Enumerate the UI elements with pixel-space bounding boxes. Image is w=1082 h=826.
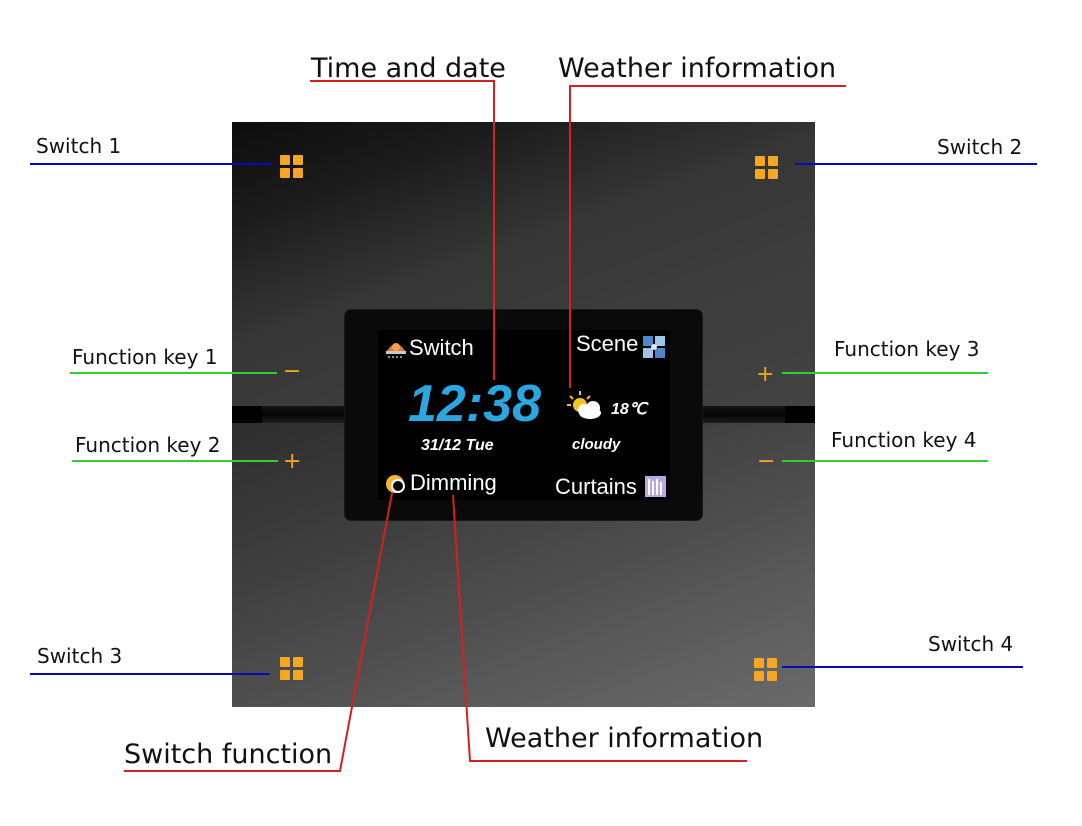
function-key-2-label: Function key 2 — [75, 433, 221, 457]
screen-scene-label[interactable]: Scene — [576, 331, 639, 356]
switch-function-label: Switch function — [124, 739, 333, 770]
screen-switch-label[interactable]: Switch — [409, 335, 474, 360]
switch-2-label: Switch 2 — [937, 135, 1023, 159]
switch-3-grid-icon[interactable] — [280, 657, 304, 681]
switch-function-leader — [124, 492, 393, 772]
switch-2-grid-icon[interactable] — [755, 156, 779, 180]
scene-icon — [643, 336, 665, 358]
function-key-4-label: Function key 4 — [831, 428, 977, 452]
switch-3-label: Switch 3 — [37, 644, 123, 668]
sun-cloud-icon — [567, 391, 601, 419]
function-key-1-minus[interactable]: − — [283, 359, 302, 384]
switch-4-label: Switch 4 — [928, 632, 1014, 656]
time-and-date-label: Time and date — [311, 53, 506, 84]
weather-information-top-leader — [569, 85, 846, 388]
switch-1-grid-icon[interactable] — [280, 155, 304, 179]
lamp-icon — [386, 343, 406, 358]
function-key-3-plus[interactable]: + — [756, 362, 775, 387]
function-key-3-label: Function key 3 — [834, 337, 980, 361]
function-key-2-plus[interactable]: + — [283, 449, 302, 474]
function-key-1-label: Function key 1 — [72, 345, 218, 369]
clock-date: 31/12 Tue — [421, 437, 494, 454]
screen-curtains-label[interactable]: Curtains — [555, 474, 637, 499]
clock-time: 12:38 — [408, 375, 541, 433]
screen-dimming-label[interactable]: Dimming — [410, 470, 497, 495]
display-screen — [378, 330, 670, 500]
curtain-icon — [645, 476, 666, 497]
time-and-date-leader — [310, 80, 495, 380]
switch-4-grid-icon[interactable] — [754, 658, 778, 682]
switch-1-label: Switch 1 — [36, 134, 122, 158]
dimmer-icon — [386, 475, 405, 493]
function-key-4-minus[interactable]: − — [757, 449, 776, 474]
weather-condition: cloudy — [572, 436, 621, 453]
weather-information-bottom-leader — [452, 494, 747, 762]
weather-information-top-label: Weather information — [558, 53, 837, 84]
weather-information-bottom-label: Weather information — [485, 723, 764, 754]
temperature: 18℃ — [611, 401, 647, 418]
